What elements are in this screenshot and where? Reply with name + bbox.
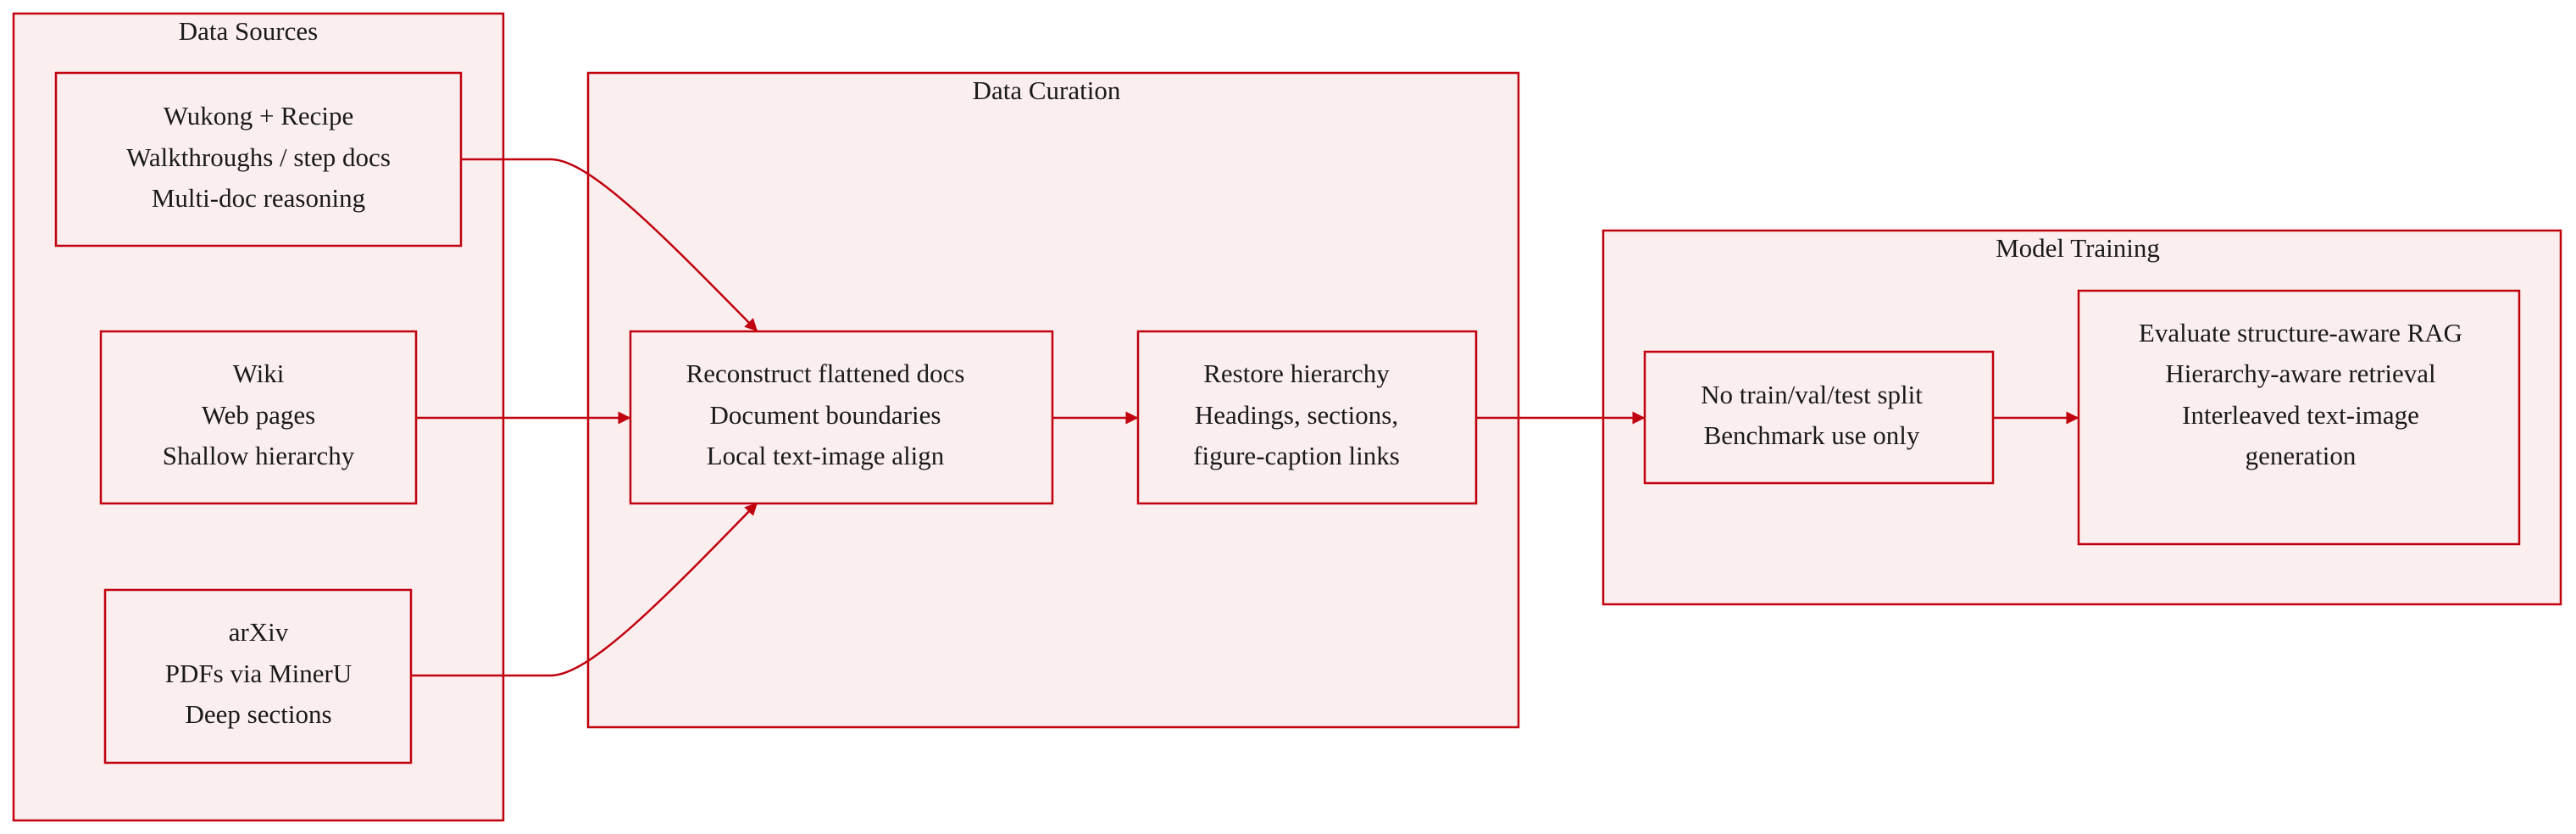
node-restore-line-3: figure-caption links [1193, 441, 1400, 470]
node-evaluate-line-1: Evaluate structure-aware RAG [2139, 318, 2462, 348]
node-wukong-recipe-box [54, 71, 463, 247]
node-wukong-recipe-line-2: Walkthroughs / step docs [126, 142, 391, 172]
node-arxiv-line-1: arXiv [229, 617, 289, 647]
node-reconstruct-line-1: Reconstruct flattened docs [686, 359, 965, 388]
node-arxiv: arXiv PDFs via MinerU Deep sections [103, 588, 413, 764]
node-evaluate-line-4: generation [2246, 441, 2357, 470]
node-restore-box [1136, 330, 1478, 505]
node-no-split-line-2: Benchmark use only [1704, 420, 1920, 450]
cluster-data-sources-title: Data Sources [179, 16, 318, 46]
node-arxiv-line-3: Deep sections [185, 699, 331, 729]
node-evaluate-line-2: Hierarchy-aware retrieval [2165, 359, 2435, 388]
node-reconstruct-flattened-docs: Reconstruct flattened docs Document boun… [629, 330, 1054, 505]
node-reconstruct-box [629, 330, 1054, 505]
node-reconstruct-line-3: Local text-image align [707, 441, 945, 470]
node-wiki-line-3: Shallow hierarchy [163, 441, 355, 470]
edge-wukong-to-reconstruct [461, 158, 758, 332]
node-wiki: Wiki Web pages Shallow hierarchy [99, 330, 418, 505]
node-no-split: No train/val/test split Benchmark use on… [1643, 350, 1995, 485]
node-wiki-line-1: Wiki [233, 359, 285, 388]
node-wukong-recipe-line-3: Multi-doc reasoning [152, 183, 365, 213]
node-wukong-recipe: Wukong + Recipe Walkthroughs / step docs… [54, 71, 463, 247]
node-arxiv-line-2: PDFs via MinerU [165, 659, 352, 688]
node-no-split-box [1643, 350, 1995, 485]
node-arxiv-box [103, 588, 413, 764]
cluster-data-curation-title: Data Curation [973, 75, 1121, 105]
node-restore-line-1: Restore hierarchy [1203, 359, 1390, 388]
node-restore-line-2: Headings, sections, [1195, 400, 1398, 430]
node-restore-hierarchy: Restore hierarchy Headings, sections, fi… [1136, 330, 1478, 505]
node-wiki-box [99, 330, 418, 505]
node-evaluate-box [2077, 289, 2521, 546]
node-evaluate-rag: Evaluate structure-aware RAG Hierarchy-a… [2077, 289, 2521, 546]
edges [411, 158, 2079, 677]
edge-arxiv-to-reconstruct [411, 502, 758, 677]
node-wukong-recipe-line-1: Wukong + Recipe [164, 101, 354, 131]
node-no-split-line-1: No train/val/test split [1701, 380, 1923, 409]
node-evaluate-line-3: Interleaved text-image [2182, 400, 2419, 430]
cluster-model-training-title: Model Training [1996, 233, 2160, 263]
node-wiki-line-2: Web pages [202, 400, 315, 430]
node-reconstruct-line-2: Document boundaries [710, 400, 941, 430]
